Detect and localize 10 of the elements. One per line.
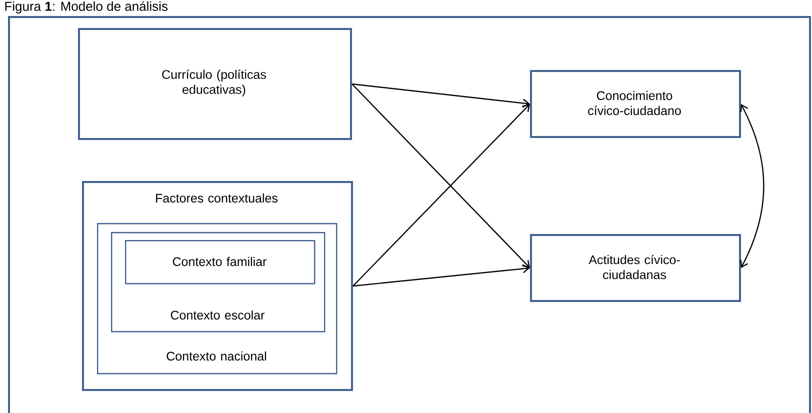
arrow [352,84,530,268]
figure-title: Figura 1: Modelo de análisis [5,1,168,14]
context-box: Contexto familiar [125,240,316,284]
arrow [740,104,764,268]
outcome-box: Conocimiento cívico-ciudadano [530,70,741,138]
arrow [352,264,530,287]
process-box: Currículo (políticas educativas) [78,28,352,140]
arrow [352,83,530,108]
outcome-box: Actitudes cívico-ciudadanas [530,234,741,302]
arrow [352,104,530,286]
